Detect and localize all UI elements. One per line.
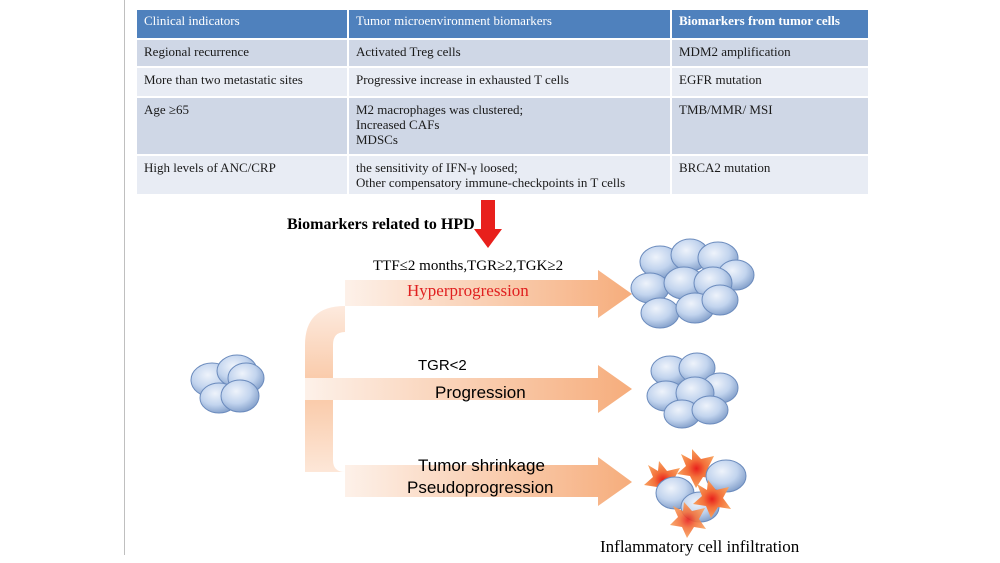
cell: Regional recurrence [137, 38, 349, 67]
hyperprogression-cluster [630, 238, 755, 329]
table-row: High levels of ANC/CRP the sensitivity o… [137, 154, 870, 194]
inflammatory-infiltration-label: Inflammatory cell infiltration [600, 537, 800, 556]
hyperprogression-label: Hyperprogression [407, 281, 529, 300]
table-header-row: Clinical indicators Tumor microenvironme… [137, 10, 870, 39]
progression-cluster [646, 352, 739, 429]
arrow-hyperprogression [345, 270, 632, 318]
table-row: Age ≥65 M2 macrophages was clustered; In… [137, 96, 870, 155]
progression-criteria: TGR<2 [418, 357, 467, 374]
arrow-pseudoprogression [345, 457, 632, 506]
cell: EGFR mutation [671, 66, 870, 97]
branch-arrows [305, 270, 632, 506]
cell: Activated Treg cells [348, 38, 672, 67]
pseudoprogression-label: Pseudoprogression [407, 478, 554, 497]
cell: the sensitivity of IFN-γ loosed; Other c… [348, 154, 672, 194]
hpd-title: Biomarkers related to HPD [287, 216, 475, 233]
header-clinical: Clinical indicators [137, 10, 349, 39]
cell: Progressive increase in exhausted T cell… [348, 66, 672, 97]
pseudoprogression-cluster [644, 449, 747, 538]
biomarker-table: Clinical indicators Tumor microenvironme… [137, 10, 870, 194]
table-row: More than two metastatic sites Progressi… [137, 66, 870, 97]
pseudoprogression-criteria: Tumor shrinkage [418, 456, 545, 475]
cell: Age ≥65 [137, 96, 349, 155]
hyperprogression-criteria: TTF≤2 months,TGR≥2,TGK≥2 [373, 258, 564, 274]
table-row: Regional recurrence Activated Treg cells… [137, 38, 870, 67]
cell: BRCA2 mutation [671, 154, 870, 194]
header-microenvironment: Tumor microenvironment biomarkers [348, 10, 672, 39]
divider-line [124, 0, 125, 555]
cell: M2 macrophages was clustered; Increased … [348, 96, 672, 155]
red-down-arrow-icon [474, 200, 502, 248]
progression-label: Progression [435, 383, 526, 402]
cell: High levels of ANC/CRP [137, 154, 349, 194]
cell: MDM2 amplification [671, 38, 870, 67]
arrow-progression [305, 365, 632, 413]
initial-tumor-cluster [190, 354, 265, 414]
header-tumor-cells: Biomarkers from tumor cells [671, 10, 870, 39]
inflammatory-cell-icon [670, 480, 731, 538]
cell: TMB/MMR/ MSI [671, 96, 870, 155]
cell: More than two metastatic sites [137, 66, 349, 97]
